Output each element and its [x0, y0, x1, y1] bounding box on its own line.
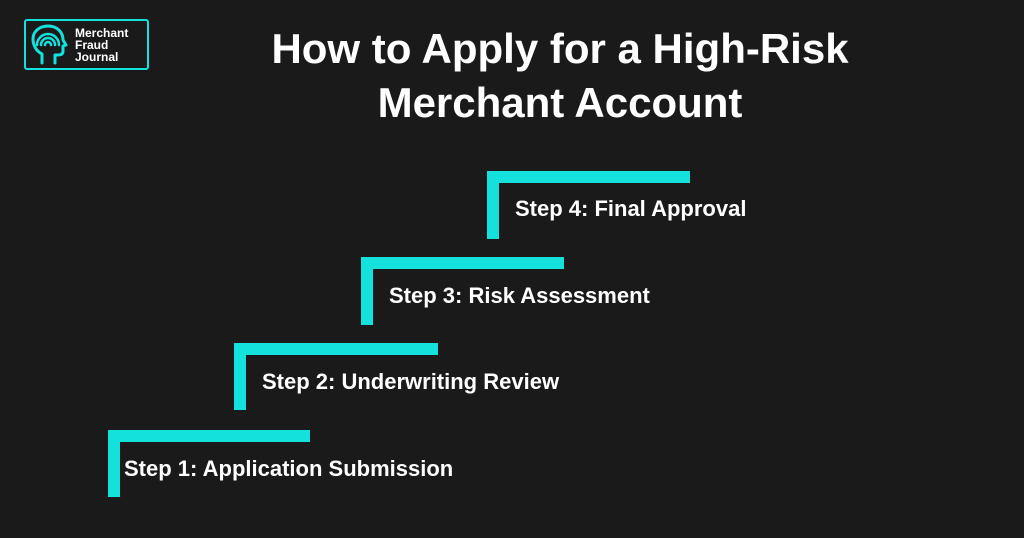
step-1-tread	[108, 430, 310, 442]
brand-logo[interactable]: Merchant Fraud Journal	[24, 19, 149, 70]
logo-line-2: Fraud	[75, 37, 109, 52]
step-4-label: Step 4: Final Approval	[515, 196, 747, 221]
step-1-label: Step 1: Application Submission	[124, 456, 454, 481]
title-line-2: Merchant Account	[377, 79, 743, 126]
step-2-label: Step 2: Underwriting Review	[262, 369, 560, 394]
logo-line-1: Merchant	[75, 25, 129, 40]
page-title: How to Apply for a High-Risk Merchant Ac…	[200, 22, 920, 130]
step-3-tread	[361, 257, 564, 269]
head-profile-icon	[31, 24, 68, 64]
step-4-riser	[487, 171, 499, 239]
step-3-riser	[361, 257, 373, 325]
step-2-tread	[234, 343, 438, 355]
step-3-label: Step 3: Risk Assessment	[389, 283, 650, 308]
logo-line-3: Journal	[75, 49, 119, 64]
step-4-tread	[487, 171, 690, 183]
logo-wordmark: Merchant Fraud Journal	[75, 27, 128, 63]
title-line-1: How to Apply for a High-Risk	[271, 25, 849, 72]
step-2-riser	[234, 343, 246, 410]
step-1-riser	[108, 430, 120, 497]
